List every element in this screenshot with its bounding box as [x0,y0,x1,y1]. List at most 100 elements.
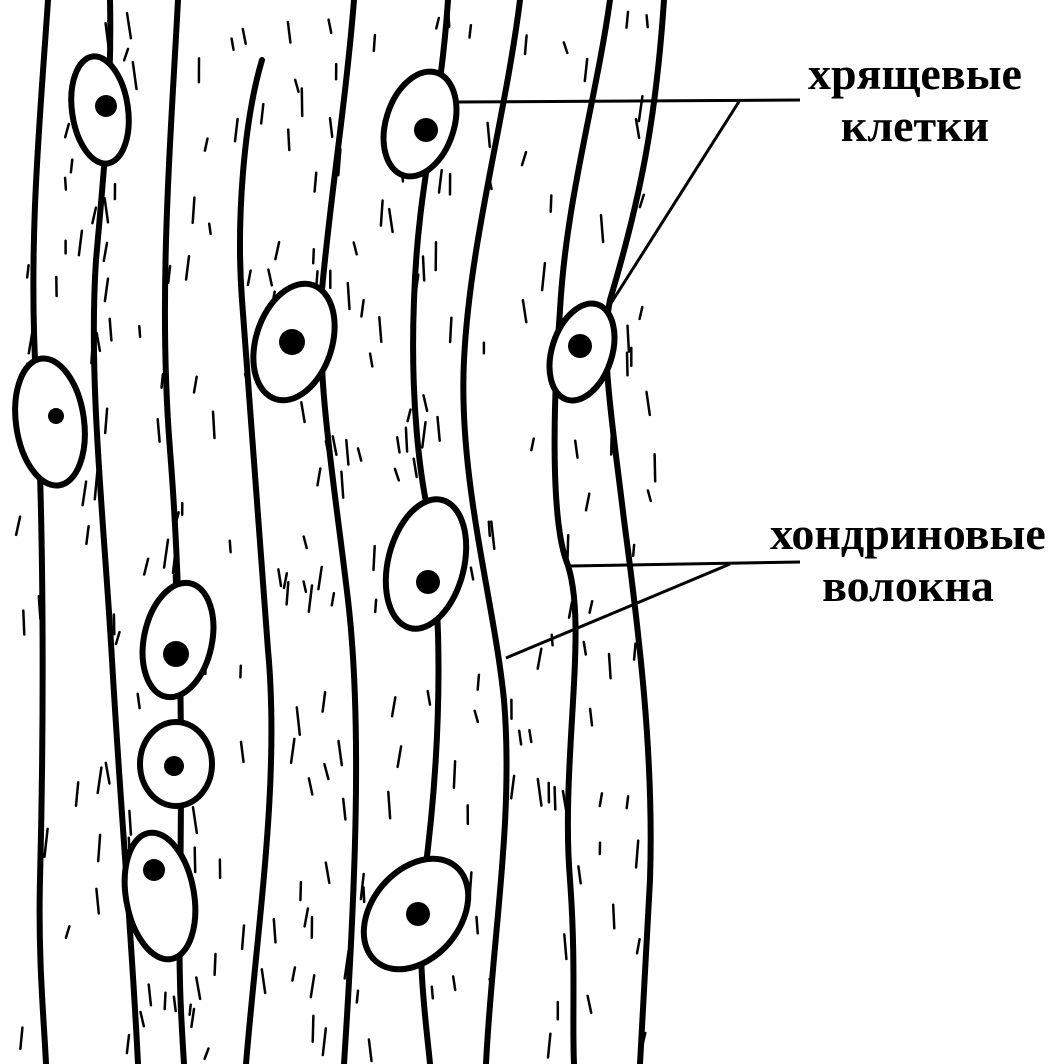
hatch-mark [637,939,640,953]
hatch-mark [110,319,112,341]
cells-leader-diagonal [608,100,740,308]
hatch-mark [470,25,471,37]
hatch-mark [613,905,614,929]
hatch-mark [438,417,440,441]
hatch-mark [432,987,433,999]
hatch-mark [647,392,650,415]
fiber-5 [321,0,356,1064]
hatch-mark [288,130,289,150]
hatch-mark [141,1012,144,1026]
hatch-mark [318,469,321,486]
cartilage-cell [373,491,479,637]
hatch-mark [389,209,392,232]
hatch-mark [313,249,314,263]
hatch-mark [291,739,294,763]
hatch-mark [398,746,402,767]
hatch-mark [341,472,343,498]
fibers-leader-diagonal [506,564,730,658]
hatch-mark [248,271,251,285]
hatch-mark [388,792,390,818]
hatch-mark [92,208,96,224]
hatch-mark [358,448,361,460]
hatch-mark [450,318,451,342]
hatch-mark [424,395,428,410]
hatch-mark [475,711,478,722]
cartilage-cell [239,273,348,411]
hatch-mark [297,707,300,734]
hatch-mark [634,644,635,660]
hatch-mark [127,1035,129,1053]
hatch-mark [116,632,120,644]
cartilage-cell [7,354,92,490]
hatch-mark [323,692,326,711]
hatch-mark [326,863,330,883]
cartilage-cell [538,295,626,409]
hatch-mark [168,266,170,283]
hatch-mark [491,522,494,549]
hatch-mark [569,602,572,617]
hatch-mark [627,796,628,808]
hatch-mark [79,231,82,255]
hatch-mark [98,835,100,861]
hatch-mark [158,419,160,441]
hatch-mark [23,611,24,635]
hatch-mark [471,568,473,580]
hatch-mark [590,601,593,613]
hatch-mark [278,569,281,586]
hatch-mark [346,440,348,464]
hatch-mark [408,410,411,422]
hatch-mark [71,160,72,173]
hatch-mark [564,42,568,53]
hatch-mark [300,882,301,900]
hatch-mark [374,35,375,51]
hatch-mark [364,887,365,902]
hatch-mark [640,307,643,319]
hatch-mark [138,694,140,708]
chondrin-fibers-label: хондриновые волокна [758,508,1058,612]
hatch-mark [585,59,587,81]
cartilage-cell [342,838,489,990]
hatch-mark [96,889,98,914]
hatch-mark [647,15,648,27]
cartilage-cell [65,53,135,168]
hatch-mark [65,178,66,190]
cartilage-cell [133,576,224,704]
hatch-mark [397,437,399,452]
hatch-mark [636,841,638,868]
hatch-mark [655,454,656,481]
cartilage-cell [371,62,469,186]
hatch-mark [522,152,526,165]
hatch-mark [578,866,580,883]
hatch-mark [628,326,629,352]
hatch-mark [564,934,566,959]
fiber-8 [555,0,610,1064]
hatch-mark [292,968,295,981]
hatch-mark [83,482,87,506]
hatch-mark [213,412,215,438]
hatch-mark [329,20,332,33]
hatch-mark [324,764,328,779]
hatch-mark [523,300,526,322]
hatch-mark [288,22,291,43]
hatch-mark [196,978,200,999]
hatch-mark [525,36,527,55]
hatch-mark [330,118,332,136]
hatch-mark [555,787,556,809]
hatch-mark [144,559,148,575]
hatch-mark [104,243,107,261]
hatch-mark [275,242,279,259]
hatch-mark [538,779,542,806]
hatch-mark [105,198,108,222]
hatch-mark [548,1034,550,1058]
hatch-mark [392,697,395,716]
hatch-mark [230,541,231,552]
hatch-mark [311,975,314,997]
hatch-mark [194,377,197,393]
hatch-mark [423,257,424,281]
hatch-mark [529,730,531,742]
hatch-mark [609,654,611,678]
hatch-mark [332,593,334,605]
hatch-mark [97,333,100,351]
hatch-mark [381,201,383,226]
hatch-mark [133,62,137,89]
